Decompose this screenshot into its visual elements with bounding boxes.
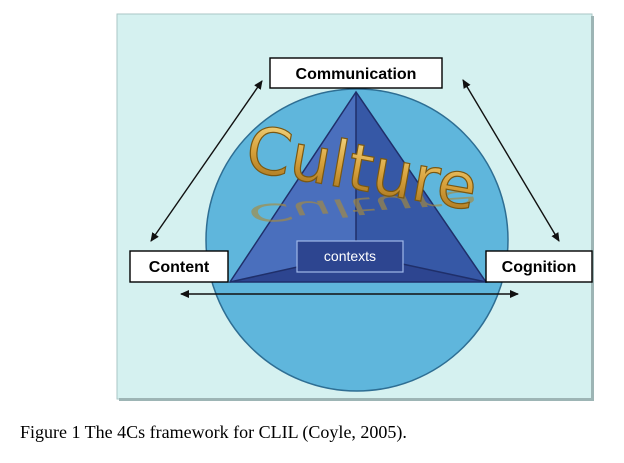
arrows [150, 79, 560, 298]
contexts-label: contexts [324, 248, 376, 264]
cognition-label: Cognition [502, 259, 577, 276]
arrow-communication-content [150, 80, 263, 242]
arrow-communication-cognition [462, 79, 560, 242]
content-box [129, 250, 229, 283]
figure-caption: Figure 1 The 4Cs framework for CLIL (Coy… [20, 422, 407, 442]
communication-box [269, 57, 443, 89]
communication-label: Communication [296, 66, 417, 83]
contexts-box [296, 240, 404, 273]
content-label: Content [149, 259, 210, 276]
cognition-box [485, 250, 593, 283]
